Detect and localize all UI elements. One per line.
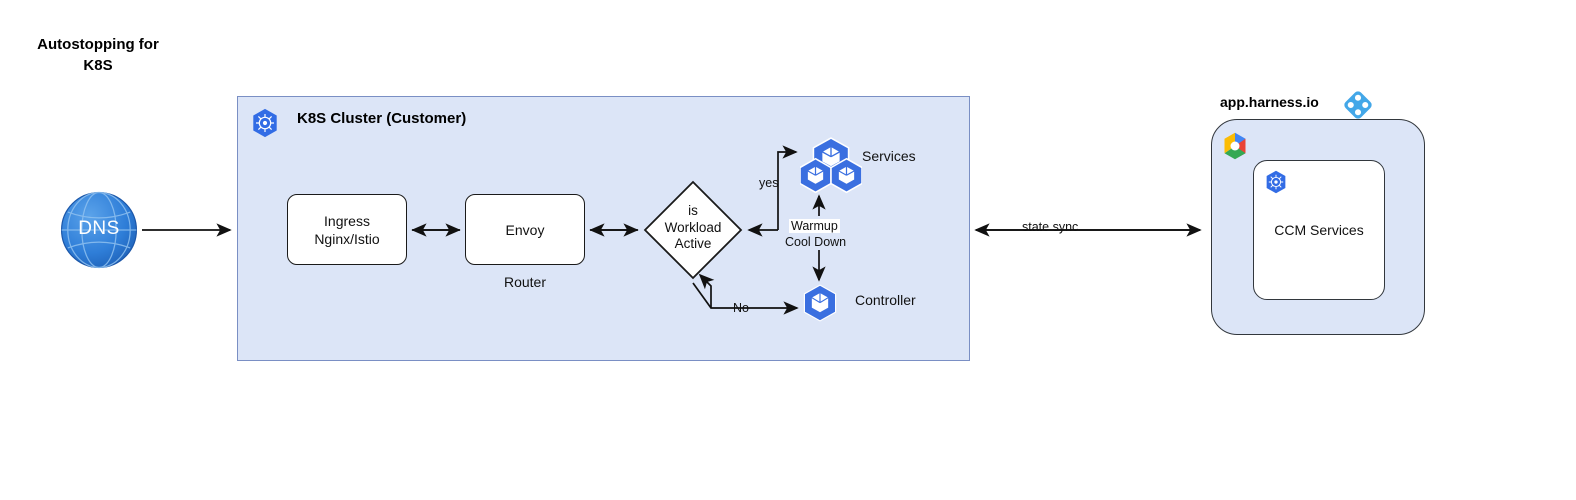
dns-globe-icon: [60, 191, 138, 269]
page-title: Autostopping for K8S: [30, 34, 166, 76]
edge-label-no: No: [733, 301, 749, 315]
envoy-node: Envoy: [465, 194, 585, 265]
router-caption: Router: [503, 274, 547, 290]
ccm-services-label: CCM Services: [1274, 222, 1364, 238]
harness-url-label: app.harness.io: [1220, 94, 1319, 110]
k8s-cluster-label: K8S Cluster (Customer): [297, 110, 467, 127]
page-title-line1: Autostopping for: [37, 36, 159, 53]
envoy-label: Envoy: [505, 221, 545, 238]
edge-label-state-sync: state sync: [1019, 220, 1082, 234]
ingress-node: Ingress Nginx/Istio: [287, 194, 407, 265]
services-label: Services: [862, 148, 916, 164]
services-pods-icon: [799, 136, 863, 198]
kubernetes-icon: [250, 108, 280, 138]
ingress-label-line1: Ingress: [324, 212, 370, 229]
kubernetes-icon: [1264, 170, 1288, 194]
edge-label-warmup: Warmup: [789, 219, 840, 233]
controller-label: Controller: [855, 292, 916, 308]
ingress-label-line2: Nginx/Istio: [314, 230, 380, 247]
controller-pod-icon: [801, 284, 839, 322]
edge-label-cooldown: Cool Down: [785, 235, 847, 249]
edge-label-yes: yes: [759, 176, 779, 190]
workload-active-decision: [643, 180, 743, 280]
google-cloud-icon: [1220, 131, 1250, 161]
page-title-line2: K8S: [83, 57, 113, 74]
harness-logo-icon: [1342, 89, 1374, 121]
